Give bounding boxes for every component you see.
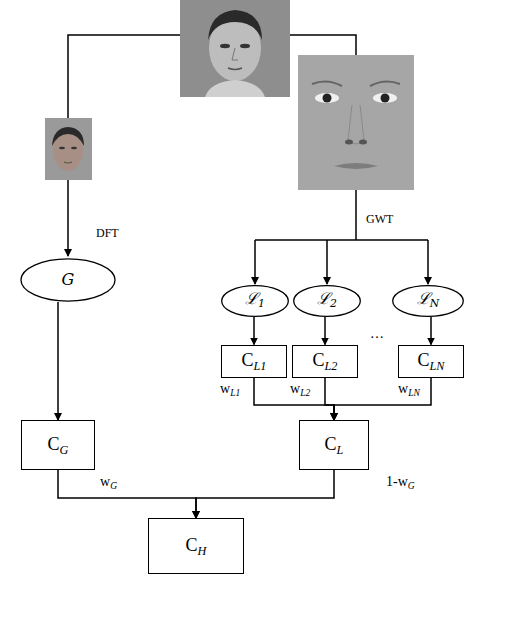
connector [324, 317, 326, 345]
ellipse-outline [294, 286, 361, 317]
connector [334, 378, 431, 421]
photo-wires [68, 35, 428, 284]
text-subscript: G [60, 442, 69, 456]
classifier-box: CL [299, 420, 369, 470]
feature-ellipse: ℒ1 [221, 285, 289, 317]
feature-ellipse: ℒ2 [293, 285, 361, 317]
text-main: w [100, 474, 110, 489]
text-subscript: L1 [254, 358, 267, 372]
connector [325, 378, 334, 421]
node-text: CLN [418, 351, 445, 372]
node-text: ℒ1 [245, 291, 265, 310]
classifier-box: CLN [398, 345, 464, 378]
node-text: G [62, 272, 75, 288]
text-main: w [398, 381, 408, 396]
wire [255, 239, 428, 241]
text-subscript: L2 [325, 358, 338, 372]
text-main: C [48, 434, 60, 454]
text-subscript: L2 [300, 388, 310, 398]
ellipse-outline [222, 286, 289, 317]
weight-label: wG [100, 474, 117, 492]
weight-label: wL2 [290, 381, 310, 399]
node-text: CH [186, 536, 207, 557]
classifier-box: CH [148, 518, 244, 574]
classifier-box: CG [21, 420, 95, 470]
weight-label: wLN [398, 381, 420, 399]
text-subscript: G [408, 481, 415, 491]
connector [430, 317, 432, 345]
text-main: ℒ [245, 289, 258, 308]
text-main: C [313, 350, 325, 370]
node-text: CG [48, 435, 69, 456]
node-text: CL1 [242, 351, 267, 372]
connector [196, 470, 334, 518]
node-text: ℒ2 [317, 291, 337, 310]
text-main: G [62, 270, 75, 289]
text-subscript: N [430, 298, 440, 311]
text-main: C [418, 350, 430, 370]
text-main: 1-w [386, 474, 408, 489]
node-text: ℒN [417, 291, 440, 310]
text-main: w [220, 381, 230, 396]
wire [290, 35, 356, 55]
feature-ellipse: G [20, 258, 116, 302]
annotation-label: DFT [96, 226, 119, 240]
face-photo [180, 0, 290, 97]
wire [326, 240, 328, 284]
node-text: CL [325, 435, 344, 456]
annotation-label: GWT [366, 212, 393, 226]
node-text: CL2 [313, 351, 338, 372]
face-photo-cropped [298, 55, 414, 190]
text-subscript: L1 [230, 388, 240, 398]
ellipse-outline [393, 286, 464, 317]
weight-label: 1-wG [386, 474, 415, 492]
text-subscript: LN [430, 358, 445, 372]
text-main: C [186, 535, 198, 555]
annotation-label: … [370, 326, 384, 343]
connector [254, 378, 334, 421]
classifier-box: CL2 [292, 345, 358, 378]
text-main: ℒ [417, 289, 430, 308]
connector [58, 470, 196, 518]
connector [57, 302, 59, 420]
wire [355, 190, 357, 240]
ellipse-outline [21, 259, 115, 301]
text-subscript: 1 [258, 298, 265, 311]
text-subscript: LN [408, 388, 420, 398]
wire [427, 240, 429, 284]
text-subscript: H [198, 543, 207, 557]
connector [253, 317, 255, 345]
wire [68, 35, 180, 118]
classifier-box: CL1 [221, 345, 287, 378]
text-main: w [290, 381, 300, 396]
text-main: ℒ [317, 289, 330, 308]
text-subscript: G [110, 481, 117, 491]
wire [254, 240, 256, 284]
text-main: C [242, 350, 254, 370]
text-main: C [325, 434, 337, 454]
text-subscript: L [337, 442, 344, 456]
weight-label: wL1 [220, 381, 240, 399]
face-photo-small [45, 118, 92, 180]
feature-ellipse: ℒN [392, 285, 464, 317]
wire [67, 180, 69, 256]
text-subscript: 2 [330, 298, 337, 311]
